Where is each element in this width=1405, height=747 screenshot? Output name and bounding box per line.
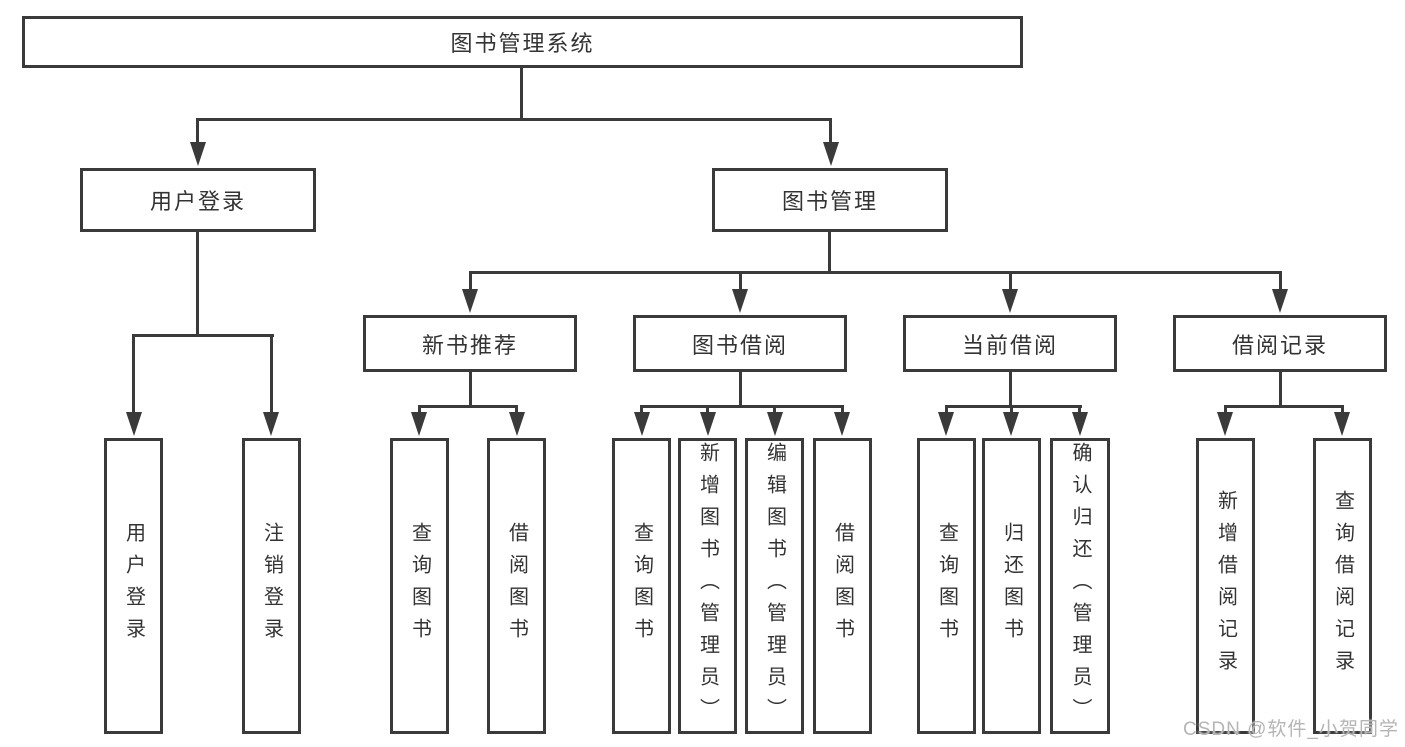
connector-line [1341, 405, 1344, 415]
arrow-down-icon [1217, 412, 1233, 436]
connector-line [1010, 405, 1013, 415]
arrow-down-icon [1072, 412, 1088, 436]
leaf-user-login: 用户登录 [104, 438, 163, 734]
node-label: 新书推荐 [421, 332, 518, 358]
leaf-add-borrow-record: 新增借阅记录 [1196, 438, 1255, 734]
connector-line [739, 372, 742, 408]
node-label: 归还图书 [1000, 522, 1023, 650]
connector-line [739, 271, 742, 291]
leaf-borrow-books-recommend: 借阅图书 [487, 438, 546, 734]
leaf-logout: 注销登录 [242, 438, 301, 734]
connector-line [469, 271, 1282, 274]
node-new-book-recommend: 新书推荐 [363, 315, 577, 372]
connector-line [706, 405, 709, 415]
connector-line [828, 232, 831, 273]
connector-line [1224, 405, 1344, 408]
connector-line [640, 405, 643, 415]
connector-line [1279, 271, 1282, 291]
arrow-down-icon [700, 412, 716, 436]
arrow-down-icon [1334, 412, 1350, 436]
node-label: 查询图书 [935, 522, 958, 650]
connector-line [469, 271, 472, 291]
node-label: 借阅图书 [505, 522, 528, 650]
leaf-return-book: 归还图书 [982, 438, 1041, 734]
node-book-borrow: 图书借阅 [633, 315, 847, 372]
arrow-down-icon [634, 412, 650, 436]
connector-line [1078, 405, 1081, 415]
arrow-down-icon [190, 142, 206, 166]
node-current-borrow: 当前借阅 [903, 315, 1117, 372]
connector-line [196, 118, 832, 121]
arrow-down-icon [732, 289, 748, 313]
arrow-down-icon [1003, 412, 1019, 436]
connector-line [132, 334, 274, 337]
connector-line [773, 405, 776, 415]
node-borrow-records: 借阅记录 [1173, 315, 1387, 372]
arrow-down-icon [1272, 289, 1288, 313]
node-label: 借阅记录 [1231, 332, 1328, 358]
node-label: 图书借阅 [691, 332, 788, 358]
node-label: 查询借阅记录 [1331, 490, 1354, 682]
watermark: CSDN @软件_小贺同学 [1183, 719, 1399, 740]
node-label: 查询图书 [408, 522, 431, 650]
connector-line [640, 405, 844, 408]
node-label: 图书管理系统 [450, 31, 595, 56]
node-label: 注销登录 [260, 522, 283, 650]
leaf-query-books-current: 查询图书 [917, 438, 976, 734]
node-user-login: 用户登录 [80, 168, 316, 232]
arrow-down-icon [462, 289, 478, 313]
connector-line [829, 118, 832, 146]
leaf-confirm-return-admin: 确认归还（管理员） [1050, 438, 1110, 734]
node-label: 查询图书 [630, 522, 653, 650]
node-book-management: 图书管理 [712, 168, 948, 232]
connector-line [418, 405, 421, 415]
connector-line [469, 372, 472, 408]
connector-line [520, 68, 523, 120]
leaf-query-borrow-record: 查询借阅记录 [1313, 438, 1372, 734]
node-label: 编辑图书（管理员） [763, 442, 786, 730]
connector-line [515, 405, 518, 415]
connector-line [196, 232, 199, 336]
connector-line [196, 118, 199, 146]
connector-line [945, 405, 1082, 408]
node-label: 新增借阅记录 [1214, 490, 1237, 682]
connector-line [945, 405, 948, 415]
connector-line [1009, 271, 1012, 291]
leaf-query-books-recommend: 查询图书 [390, 438, 449, 734]
node-label: 图书管理 [781, 189, 878, 214]
arrow-down-icon [411, 412, 427, 436]
connector-line [132, 334, 135, 414]
leaf-add-book-admin: 新增图书（管理员） [678, 438, 737, 734]
leaf-borrow-books: 借阅图书 [813, 438, 872, 734]
node-label: 当前借阅 [961, 332, 1058, 358]
arrow-down-icon [1002, 289, 1018, 313]
connector-line [841, 405, 844, 415]
node-label: 借阅图书 [831, 522, 854, 650]
node-label: 用户登录 [122, 522, 145, 650]
connector-line [1224, 405, 1227, 415]
arrow-down-icon [509, 412, 525, 436]
arrow-down-icon [263, 412, 279, 436]
node-library-system: 图书管理系统 [22, 16, 1023, 68]
leaf-query-books-borrow: 查询图书 [612, 438, 671, 734]
arrow-down-icon [126, 412, 142, 436]
arrow-down-icon [834, 412, 850, 436]
node-label: 确认归还（管理员） [1069, 442, 1091, 730]
leaf-edit-book-admin: 编辑图书（管理员） [745, 438, 804, 734]
arrow-down-icon [938, 412, 954, 436]
connector-line [270, 334, 273, 414]
arrow-down-icon [823, 142, 839, 166]
arrow-down-icon [767, 412, 783, 436]
connector-line [418, 405, 518, 408]
node-label: 新增图书（管理员） [696, 442, 719, 730]
node-label: 用户登录 [149, 189, 246, 214]
connector-line [1009, 372, 1012, 408]
connector-line [1279, 372, 1282, 408]
